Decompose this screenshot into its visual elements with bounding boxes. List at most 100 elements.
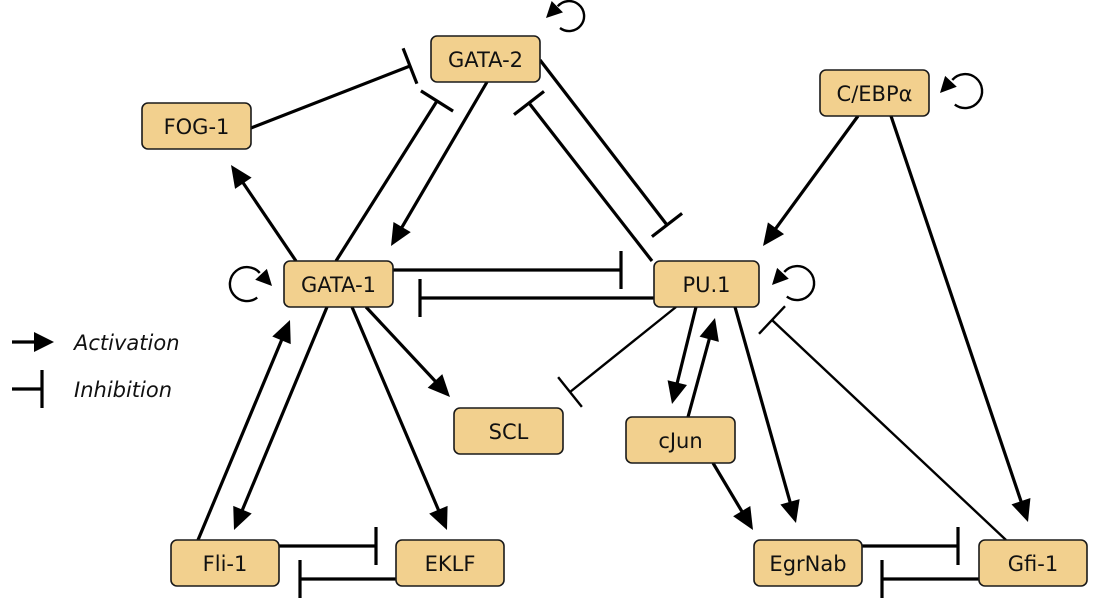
node-box: [453, 407, 564, 455]
node-label: SCL: [489, 420, 529, 444]
node-box: [753, 539, 863, 587]
node-gata2: GATA-2: [430, 35, 541, 83]
edge-fli1-to-gata1-arrowhead: [272, 320, 291, 345]
node-box: [653, 260, 760, 308]
node-fog1: FOG-1: [141, 102, 252, 150]
edge-pu1-to-scl-bar: [557, 376, 583, 408]
activation-arrow-icon: [34, 332, 54, 352]
edge-pu1-to-cjun-line: [674, 306, 698, 387]
node-box: [395, 539, 505, 587]
edge-gata1-to-eklf-line: [350, 306, 442, 515]
node-label: GATA-2: [448, 48, 523, 72]
edge-cebpa-to-gfi1: [889, 115, 1031, 522]
edge-gata1-to-scl-arrowhead: [427, 374, 450, 397]
edge-gata1-to-eklf: [350, 306, 448, 530]
edge-gfi1-to-pu1-line: [771, 319, 1007, 541]
edge-cebpa-to-pu1-line: [772, 115, 860, 233]
edge-gata2-to-pu1: [538, 59, 684, 238]
edge-gata1-to-fog1: [231, 165, 298, 262]
edge-gata1-to-fli1: [233, 306, 329, 530]
node-box: [283, 260, 394, 308]
node-box: [170, 539, 280, 587]
edge-cjun-to-egrnab-line: [711, 462, 746, 516]
edges-layer: [196, 0, 1031, 598]
edge-gata2-to-pu1-bar: [650, 212, 684, 238]
node-gfi1: Gfi-1: [978, 539, 1088, 587]
node-box: [141, 102, 252, 150]
node-label: FOG-1: [164, 115, 230, 139]
edge-gata2-to-gata1-line: [398, 81, 489, 232]
node-egrnab: EgrNab: [753, 539, 863, 587]
node-pu1: PU.1: [653, 260, 760, 308]
edge-gata1-to-fog1-arrowhead: [231, 165, 252, 189]
node-box: [625, 416, 736, 464]
edge-pu1-to-egrnab-arrowhead: [780, 499, 800, 523]
node-label: Gfi-1: [1008, 552, 1058, 576]
self-loop-pu1-arc: [783, 264, 816, 302]
edge-cebpa-to-pu1: [763, 115, 860, 246]
self-loop-gata1-arrowhead: [255, 268, 272, 286]
edge-fli1-to-gata1: [196, 320, 291, 541]
edge-pu1-to-cjun-arrowhead: [667, 380, 687, 404]
edge-gata1-to-gata2: [334, 89, 454, 262]
node-box: [819, 69, 930, 117]
edge-pu1-to-egrnab-line: [733, 306, 793, 507]
edge-pu1-to-gata1: [418, 279, 654, 317]
node-label: GATA-1: [301, 273, 376, 297]
node-scl: SCL: [453, 407, 564, 455]
edge-gfi1-to-pu1: [758, 305, 1007, 541]
edge-gata1-to-gata2-bar: [420, 89, 454, 113]
edge-pu1-to-gata2-line: [527, 102, 654, 262]
edge-gata1-to-pu1: [393, 251, 623, 289]
node-gata1: GATA-1: [283, 260, 394, 308]
edge-gata2-to-gata1-arrowhead: [391, 221, 411, 246]
edge-gata1-to-scl-line: [364, 305, 439, 385]
edge-pu1-to-scl-line: [569, 306, 677, 393]
legend-inhibition: Inhibition: [12, 370, 172, 408]
node-cebpa: C/EBPα: [819, 69, 930, 117]
edge-cebpa-to-pu1-arrowhead: [763, 222, 785, 246]
edge-pu1-to-gata2: [513, 90, 654, 262]
edge-pu1-to-egrnab: [733, 306, 800, 523]
self-loop-cebpa-arrowhead: [940, 75, 957, 93]
edge-fli1-to-gata1-line: [196, 335, 285, 541]
edge-gata2-to-pu1-line: [538, 59, 669, 226]
edge-fli1-to-eklf: [279, 527, 378, 565]
edge-eklf-to-fli1: [298, 560, 396, 598]
self-loop-pu1: [772, 264, 816, 302]
legend-activation-label: Activation: [72, 331, 180, 355]
node-cjun: cJun: [625, 416, 736, 464]
self-loop-cebpa: [940, 72, 984, 110]
edge-pu1-to-scl: [557, 306, 677, 408]
edge-cjun-to-egrnab-arrowhead: [733, 505, 753, 530]
edge-cjun-to-pu1: [686, 318, 719, 418]
legend: Activation Inhibition: [12, 331, 180, 408]
self-loop-gata2-arc: [556, 0, 586, 33]
edge-cjun-to-pu1-arrowhead: [699, 318, 719, 342]
edge-egrnab-to-gfi1: [862, 527, 960, 565]
self-loop-pu1-arrowhead: [772, 267, 789, 285]
node-label: EKLF: [425, 552, 476, 576]
edge-gata1-to-fog1-line: [239, 179, 298, 262]
legend-inhibition-label: Inhibition: [74, 378, 172, 402]
edge-fog1-to-gata2: [250, 47, 419, 130]
node-label: cJun: [658, 429, 702, 453]
node-eklf: EKLF: [395, 539, 505, 587]
self-loop-gata2: [546, 0, 586, 33]
node-fli1: Fli-1: [170, 539, 280, 587]
node-box: [978, 539, 1088, 587]
node-label: Fli-1: [203, 552, 248, 576]
edge-pu1-to-gata2-bar: [513, 90, 545, 116]
edge-gata1-to-eklf-arrowhead: [429, 505, 448, 530]
node-label: C/EBPα: [837, 82, 913, 106]
edge-fog1-to-gata2-line: [250, 64, 411, 130]
legend-activation: Activation: [12, 331, 180, 355]
edge-pu1-to-cjun: [667, 306, 698, 404]
self-loop-gata2-arrowhead: [546, 1, 563, 18]
edge-gata2-to-gata1: [391, 81, 489, 246]
edge-gata1-to-scl: [364, 305, 450, 397]
edge-cebpa-to-gfi1-arrowhead: [1011, 497, 1031, 522]
node-label: EgrNab: [769, 552, 846, 576]
